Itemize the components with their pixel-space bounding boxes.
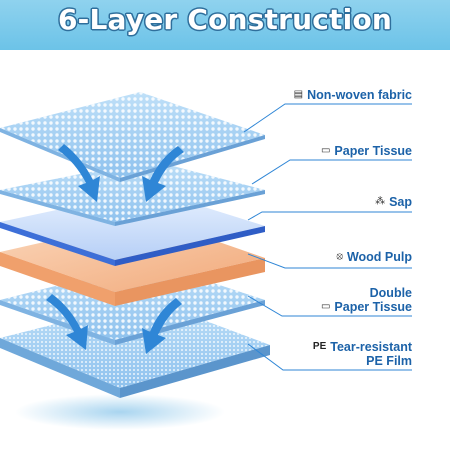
wood-pulp-icon: ⦻: [336, 251, 343, 262]
pe-tag: PE: [312, 341, 327, 352]
tissue-box-icon: ▭: [320, 301, 331, 312]
arrow-icon-top-right: [142, 146, 184, 202]
layer-non-woven-fabric: [0, 92, 265, 182]
leader-line-3: [247, 211, 412, 221]
label-wood-pulp: ⦻ Wood Pulp: [336, 250, 412, 264]
leader-lines: [243, 103, 412, 371]
page-title: 6-Layer Construction: [57, 3, 393, 36]
label-non-woven-fabric: ▤ Non-woven fabric: [293, 88, 412, 102]
label-pe-film: PE Tear-resistant PE Film: [312, 340, 412, 368]
header-banner: [0, 0, 450, 50]
sap-granules-icon: ⁂: [375, 196, 386, 207]
arrow-icon-bottom-right: [142, 298, 182, 354]
arrow-icon-bottom-left: [46, 294, 88, 350]
label-paper-tissue: ▭ Paper Tissue: [320, 144, 412, 158]
leader-line-1: [243, 103, 412, 133]
fabric-icon: ▤: [293, 89, 304, 100]
floor-shadow: [15, 394, 225, 430]
leader-line-4: [247, 253, 412, 269]
arrow-icon-top-left: [58, 144, 100, 202]
label-double-paper-tissue: Double ▭ Paper Tissue: [320, 286, 412, 314]
leader-line-6: [247, 343, 412, 371]
label-sap: ⁂ Sap: [375, 195, 412, 209]
leader-line-2: [251, 159, 412, 185]
tissue-box-icon: ▭: [320, 145, 331, 156]
leader-line-5: [247, 295, 412, 317]
layer-paper-tissue: [0, 160, 265, 226]
